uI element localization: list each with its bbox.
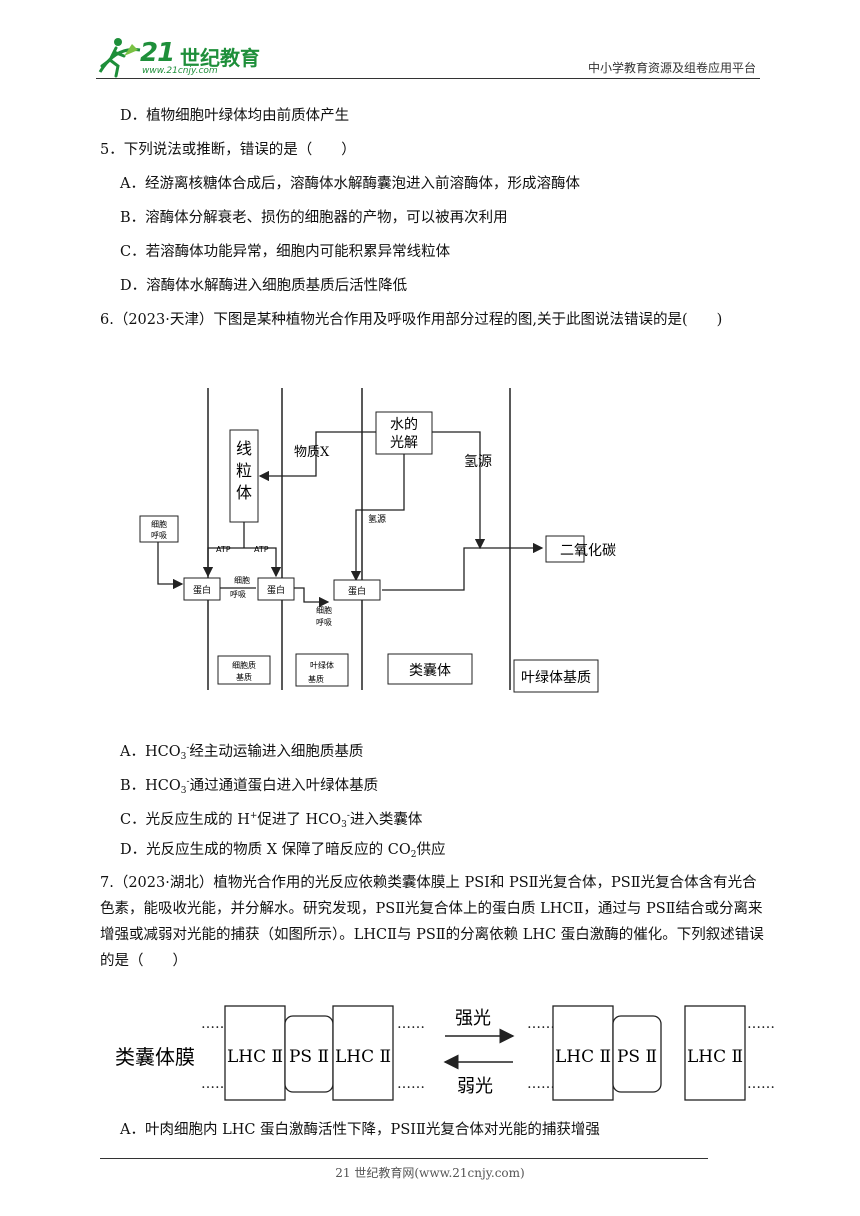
logo-url: www.21cnjy.com [142,66,218,76]
q7-option-a: A．叶肉细胞内 LHC 蛋白激酶活性下降，PSIⅡ光复合体对光能的捕获增强 [120,1122,600,1138]
protein-box-2 [257,577,295,601]
hydrogen-source-label: 氢源 [464,454,492,470]
lhc-right-1: LHC Ⅱ [555,1047,611,1067]
q6-option-c: C．光反应生成的 H+促进了 HCO3-进入类囊体 [120,811,423,830]
svg-text:……: …… [201,1076,229,1092]
water-photolysis-box [375,411,433,455]
cell-respiration-line1: 细胞 [151,519,167,529]
water-photolysis-line1: 水的 [390,417,418,433]
q4-option-d: D．植物细胞叶绿体均由前质体产生 [120,108,350,124]
logo-text: 世纪教育 [180,46,260,70]
co2-label: 二氧化碳 [560,543,616,559]
protein-box-3 [333,579,381,601]
page-header: 21 世纪教育 www.21cnjy.com 中小学教育资源及组卷应用平台 [96,36,760,80]
cell-respiration-box [139,515,179,543]
q5-stem: 5．下列说法或推断，错误的是（ ） [100,142,356,158]
svg-text:……: …… [527,1016,555,1032]
cell-respiration-low-1: 细胞 [316,605,332,615]
svg-text:……: …… [397,1016,425,1032]
protein-label-3: 蛋白 [348,585,366,597]
svg-text:……: …… [527,1076,555,1092]
lhc-left-1: LHC Ⅱ [227,1047,283,1067]
protein-label-2: 蛋白 [267,584,285,596]
chloroplast-matrix-small-box [295,653,349,687]
ps-right: PS Ⅱ [617,1047,657,1067]
svg-text:线: 线 [236,439,252,458]
chloroplast-matrix-small-line2: 基质 [308,674,324,684]
runner-logo-icon [98,38,141,78]
cell-respiration-line2: 呼吸 [151,530,167,540]
mito-label-1: 线 [236,439,252,458]
logo-number: 21 [140,38,175,68]
cell-respiration-mid-2: 呼吸 [230,589,246,599]
chloroplast-matrix-box [513,659,599,693]
mito-label-2: 粒 [236,461,252,480]
cytoplasm-matrix-box [217,655,271,685]
atp-label-1: ATP [216,545,231,554]
q5-option-d: D．溶酶体水解酶进入细胞质基质后活性降低 [120,278,408,294]
strong-light-label: 强光 [455,1008,491,1029]
cytoplasm-matrix-line1: 细胞质 [232,660,256,670]
q6-option-b: B．HCO3-通过通道蛋白进入叶绿体基质 [120,777,379,796]
cell-respiration-low-2: 呼吸 [316,617,332,627]
header-platform-text: 中小学教育资源及组卷应用平台 [587,61,756,75]
cytoplasm-matrix-line2: 基质 [236,672,252,682]
footer-text[interactable]: 21 世纪教育网(www.21cnjy.com) [335,1166,525,1180]
protein-box-1 [183,577,221,601]
svg-text:……: …… [397,1076,425,1092]
lhc-left-2-box [332,1005,394,1101]
q6-option-a: A．HCO3-经主动运输进入细胞质基质 [120,743,364,762]
lhc-left-2: LHC Ⅱ [335,1047,391,1067]
thylakoid-box [387,653,473,685]
protein-label-1: 蛋白 [193,584,211,596]
membrane-label: 类囊体膜 [115,1045,195,1069]
q7-stem: 7.（2023·湖北）植物光合作用的光反应依赖类囊体膜上 PSⅠ和 PSⅡ光复合… [100,875,764,969]
ps-right-box [612,1015,662,1093]
q6-option-d: D．光反应生成的物质 X 保障了暗反应的 CO2供应 [120,842,446,860]
ps-left: PS Ⅱ [289,1047,329,1067]
substance-x-label: 物质X [294,445,330,460]
q7-diagram: 类囊体膜 …… …… …… …… …… …… …… …… LHC Ⅱ PS Ⅱ LHC … [115,1005,775,1101]
mito-label-3: 体 [236,483,252,502]
lhc-left-1-box [224,1005,286,1101]
weak-light-label: 弱光 [457,1076,493,1097]
q5-option-c: C．若溶酶体功能异常，细胞内可能积累异常线粒体 [120,244,451,260]
lhc-right-1-box [552,1005,614,1101]
chloroplast-matrix-label: 叶绿体基质 [521,669,591,686]
q5-option-a: A．经游离核糖体合成后，溶酶体水解酶囊泡进入前溶酶体，形成溶酶体 [120,176,580,192]
svg-text:……: …… [747,1016,775,1032]
atp-label-2: ATP [254,545,269,554]
q6-stem: 6.（2023·天津）下图是某种植物光合作用及呼吸作用部分过程的图,关于此图说法… [100,312,723,328]
q5-option-b: B．溶酶体分解衰老、损伤的细胞器的产物，可以被再次利用 [120,210,508,226]
svg-text:……: …… [747,1076,775,1092]
footer-divider [100,1158,708,1159]
chloroplast-matrix-small-line1: 叶绿体 [310,660,334,670]
co2-box [545,535,585,563]
cell-respiration-mid-1: 细胞 [234,575,250,585]
hydrogen-source-small-label: 氢源 [368,513,386,525]
logo[interactable]: 21 世纪教育 www.21cnjy.com [96,36,266,80]
thylakoid-label: 类囊体 [409,662,451,679]
lhc-right-2-box [684,1005,746,1101]
lhc-right-2: LHC Ⅱ [687,1047,743,1067]
q6-diagram: 线 粒 体 水的 光解 物质X 氢源 氢源 [139,388,616,693]
water-photolysis-line2: 光解 [390,435,418,451]
header-divider [96,78,760,79]
svg-text:……: …… [201,1016,229,1032]
